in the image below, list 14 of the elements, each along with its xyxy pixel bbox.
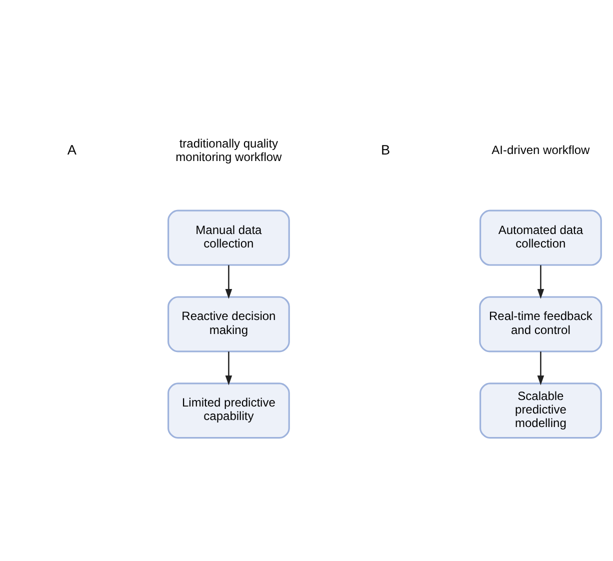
label: AI-driven workflow [492, 142, 590, 157]
arrow [537, 264, 544, 298]
label: B [380, 142, 390, 158]
arrow [225, 351, 232, 385]
arrow [537, 351, 544, 385]
label: traditionally quality monitoring workflow [176, 136, 282, 164]
node-box: Manual data collection [168, 209, 290, 266]
arrow [225, 264, 232, 298]
node-box: Scalable predictive modelling [480, 382, 602, 438]
node-box: Limited predictive capability [168, 382, 290, 438]
node-box: Automated data collection [480, 209, 602, 266]
label: A [67, 142, 76, 158]
node-box: Reactive decision making [168, 296, 290, 352]
node-box: Real-time feedback and control [479, 296, 602, 352]
